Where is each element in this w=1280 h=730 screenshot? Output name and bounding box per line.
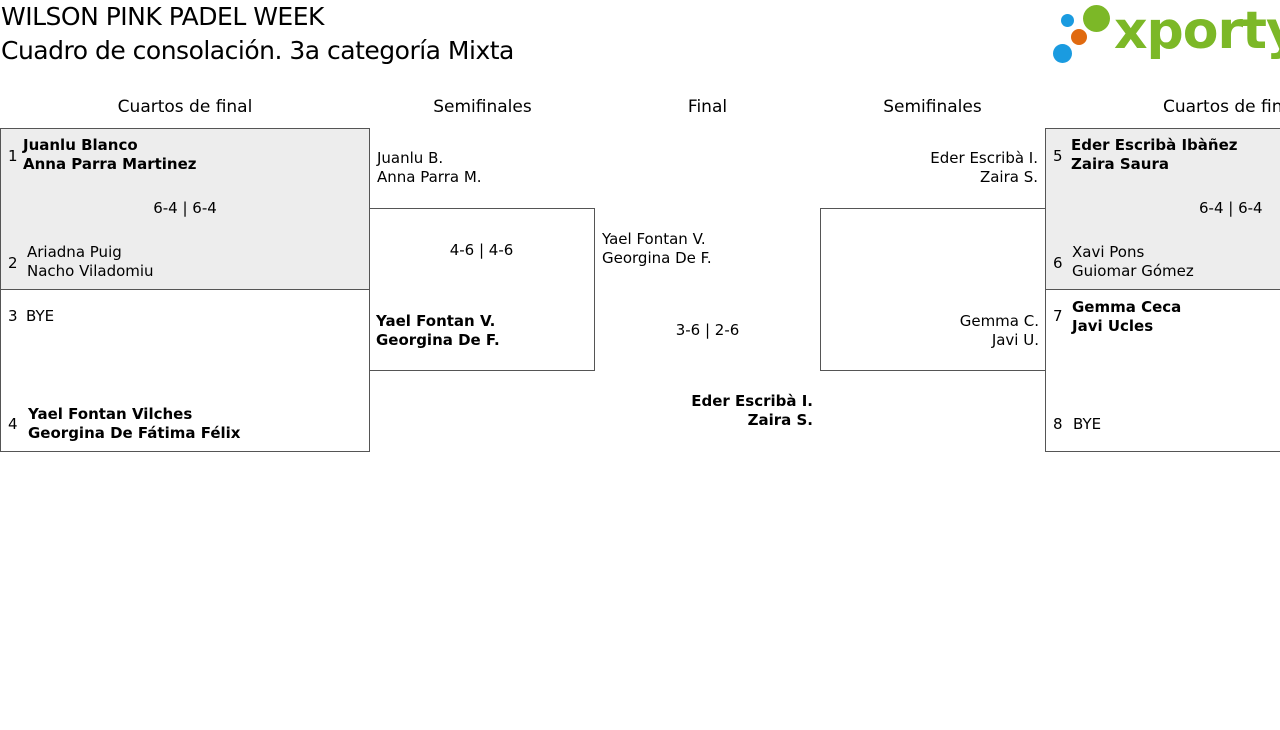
logo-text: xporty xyxy=(1114,1,1280,61)
player-name: BYE xyxy=(26,307,55,325)
match-score: 4-6 | 4-6 xyxy=(449,241,514,259)
player-name: BYE xyxy=(1073,415,1102,433)
seed-number: 7 xyxy=(1053,307,1063,325)
player-name: Gemma Ceca xyxy=(1072,298,1182,316)
round-header-left-semis: Semifinales xyxy=(433,97,532,117)
player-name: Yael Fontan V. xyxy=(602,230,706,248)
player-name: Zaira S. xyxy=(747,411,813,429)
player-name: Ariadna Puig xyxy=(27,243,122,261)
seed-number: 2 xyxy=(8,254,18,272)
round-header-right-quarters: Cuartos de fin xyxy=(1163,97,1280,117)
player-name: Gemma C. xyxy=(959,312,1039,330)
event-title: WILSON PINK PADEL WEEK xyxy=(1,2,324,31)
match-score: 6-4 | 6-4 xyxy=(1199,199,1263,217)
logo-dot-green xyxy=(1083,5,1110,32)
round-header-final: Final xyxy=(687,97,728,117)
seed-number: 4 xyxy=(8,415,18,433)
player-name: Georgina De F. xyxy=(376,331,500,349)
player-name: Anna Parra Martinez xyxy=(23,155,197,173)
player-name: Eder Escribà I. xyxy=(930,149,1038,167)
xporty-logo[interactable]: xporty xyxy=(1050,1,1280,66)
player-name: Anna Parra M. xyxy=(377,168,482,186)
seed-number: 3 xyxy=(8,307,18,325)
player-name: Yael Fontan V. xyxy=(376,312,496,330)
round-header-left-quarters: Cuartos de final xyxy=(117,97,253,117)
round-header-right-semis: Semifinales xyxy=(883,97,982,117)
player-name: Georgina De F. xyxy=(602,249,712,267)
player-name: Eder Escribà Ibàñez xyxy=(1071,136,1238,154)
player-name: Georgina De Fátima Félix xyxy=(28,424,241,442)
match-box-rq2[interactable]: 7 Gemma Ceca Javi Ucles 8 BYE xyxy=(1045,289,1280,452)
player-name: Xavi Pons xyxy=(1072,243,1145,261)
match-box-rs[interactable]: Gemma C. Javi U. xyxy=(820,208,1046,371)
final-score: 3-6 | 2-6 xyxy=(675,321,740,339)
match-box-lq2[interactable]: 3 BYE 4 Yael Fontan Vilches Georgina De … xyxy=(0,289,370,452)
player-name: Yael Fontan Vilches xyxy=(28,405,193,423)
match-score: 6-4 | 6-4 xyxy=(153,199,217,217)
logo-dot-orange xyxy=(1071,29,1087,45)
seed-number: 5 xyxy=(1053,147,1063,165)
match-box-rq1[interactable]: 5 Eder Escribà Ibàñez Zaira Saura 6-4 | … xyxy=(1045,128,1280,290)
player-name: Nacho Viladomiu xyxy=(27,262,154,280)
seed-number: 1 xyxy=(8,147,18,165)
player-name: Juanlu Blanco xyxy=(23,136,138,154)
player-name: Juanlu B. xyxy=(377,149,444,167)
draw-title: Cuadro de consolación. 3a categoría Mixt… xyxy=(1,36,514,65)
player-name: Javi U. xyxy=(991,331,1039,349)
match-box-lq1[interactable]: 1 Juanlu Blanco Anna Parra Martinez 6-4 … xyxy=(0,128,370,290)
player-name: Guiomar Gómez xyxy=(1072,262,1194,280)
player-name: Zaira Saura xyxy=(1071,155,1170,173)
seed-number: 8 xyxy=(1053,415,1063,433)
player-name: Zaira S. xyxy=(979,168,1038,186)
match-box-ls[interactable]: 4-6 | 4-6 Yael Fontan V. Georgina De F. xyxy=(369,208,595,371)
seed-number: 6 xyxy=(1053,254,1063,272)
logo-dot-blue-small xyxy=(1061,14,1074,27)
player-name: Eder Escribà I. xyxy=(691,392,813,410)
player-name: Javi Ucles xyxy=(1072,317,1154,335)
logo-dot-blue-large xyxy=(1053,44,1072,63)
